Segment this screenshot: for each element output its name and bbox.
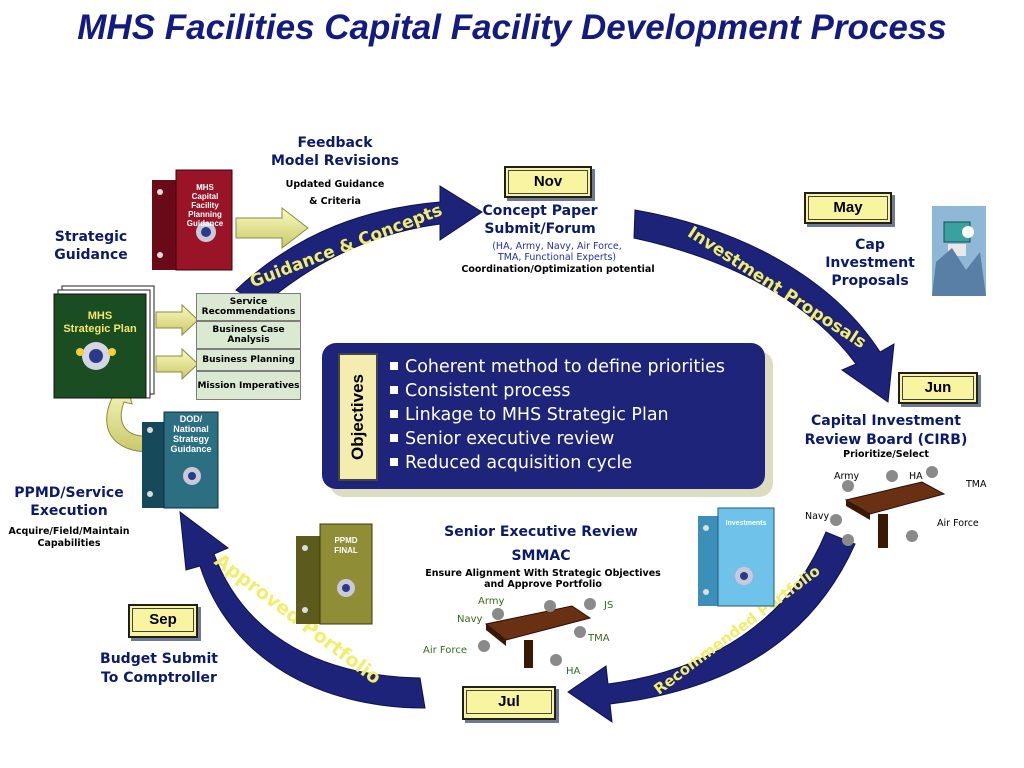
- month-badge-jul: Jul: [462, 686, 556, 720]
- page-title: MHS Facilities Capital Facility Developm…: [77, 8, 947, 47]
- objective-item: Reduced acquisition cycle: [390, 451, 725, 475]
- smmac-label-ha: HA: [566, 666, 581, 677]
- concept-paper-participants: (HA, Army, Navy, Air Force,TMA, Function…: [492, 241, 622, 263]
- objective-item: Coherent method to define priorities: [390, 355, 725, 379]
- smmac-label-airforce: Air Force: [423, 645, 467, 656]
- arc-label-guidance: Guidance & Concepts: [247, 200, 445, 292]
- smmac-label-tma: TMA: [588, 633, 610, 644]
- book-mhs-strategic-plan: [53, 285, 155, 399]
- objective-item: Linkage to MHS Strategic Plan: [390, 403, 725, 427]
- objectives-label-box: Objectives: [338, 353, 378, 481]
- objectives-panel: Objectives Coherent method to define pri…: [322, 343, 765, 489]
- month-badge-sep: Sep: [128, 604, 198, 638]
- cirb-label-tma: TMA: [966, 479, 987, 490]
- binder-mhs-cfpg: [152, 169, 233, 271]
- plan-box-mission-imperatives: Mission Imperatives: [196, 371, 301, 400]
- month-badge-may: May: [804, 192, 892, 224]
- smmac-label-army: Army: [478, 596, 505, 607]
- cirb-label-ha: HA: [909, 471, 923, 482]
- cirb-label-army: Army: [834, 471, 860, 482]
- objective-item: Consistent process: [390, 379, 725, 403]
- binder-investments-label: Investments: [725, 520, 767, 527]
- cap-investment-clipart-icon: [932, 206, 986, 296]
- arc-guidance-concepts: [235, 185, 483, 307]
- cirb-label-navy: Navy: [805, 511, 830, 522]
- objectives-list: Coherent method to define priorities Con…: [390, 355, 725, 475]
- objective-item: Senior executive review: [390, 427, 725, 451]
- arc-recommended-portfolio: [567, 531, 856, 724]
- feedback-subtext: Updated Guidance& Criteria: [285, 179, 385, 207]
- cirb-table-icon: [830, 466, 946, 548]
- plan-arrow-2: [155, 347, 199, 381]
- plan-arrow-1: [155, 303, 199, 337]
- concept-paper-coordination: Coordination/Optimization potential: [461, 264, 655, 275]
- cirb-label-airforce: Air Force: [937, 518, 979, 529]
- objectives-label: Objectives: [348, 374, 367, 460]
- feedback-arrow: [235, 206, 309, 250]
- arc-approved-portfolio: [179, 510, 426, 709]
- binder-ppmd: [296, 523, 373, 625]
- cirb-subtext: Prioritize/Select: [843, 449, 929, 460]
- binder-dod: [142, 411, 219, 509]
- month-badge-nov: Nov: [504, 166, 592, 198]
- smmac-table-icon: [478, 598, 596, 668]
- smmac-label-navy: Navy: [457, 614, 483, 625]
- senior-review-subtext: Ensure Alignment With Strategic Objectiv…: [425, 568, 661, 590]
- arc-investment-proposals: [633, 209, 895, 403]
- month-badge-jun: Jun: [898, 372, 978, 404]
- plan-box-business-case: Business Case Analysis: [196, 321, 301, 349]
- plan-box-service-recommendations: Service Recommendations: [196, 293, 301, 321]
- binder-investments: [698, 507, 775, 607]
- plan-box-business-planning: Business Planning: [196, 349, 301, 371]
- smmac-label-js: JS: [604, 600, 614, 611]
